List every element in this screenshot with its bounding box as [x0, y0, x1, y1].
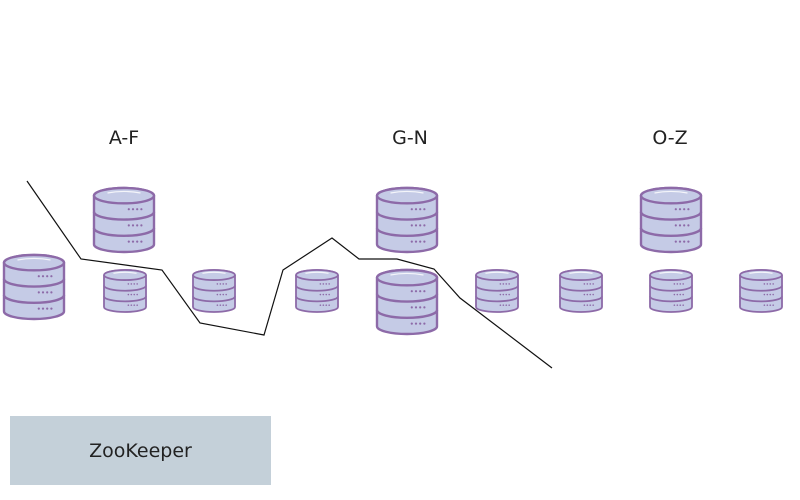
db-icon [475, 269, 519, 313]
db-icon [103, 269, 147, 313]
db-icon [375, 268, 439, 336]
db-icon [739, 269, 783, 313]
zookeeper-box: ZooKeeper [10, 416, 271, 485]
range-label-o-z: O-Z [652, 127, 688, 149]
db-icon [192, 269, 236, 313]
split-line [26, 180, 553, 369]
range-label-g-n: G-N [392, 127, 428, 149]
zookeeper-label: ZooKeeper [89, 439, 192, 462]
primary-db-icon-a-f [92, 186, 156, 254]
range-label-a-f: A-F [108, 127, 140, 149]
db-icon [295, 269, 339, 313]
db-icon [559, 269, 603, 313]
db-icon [649, 269, 693, 313]
primary-db-icon-g-n [375, 186, 439, 254]
db-icon [2, 253, 66, 321]
primary-db-icon-o-z [639, 186, 703, 254]
